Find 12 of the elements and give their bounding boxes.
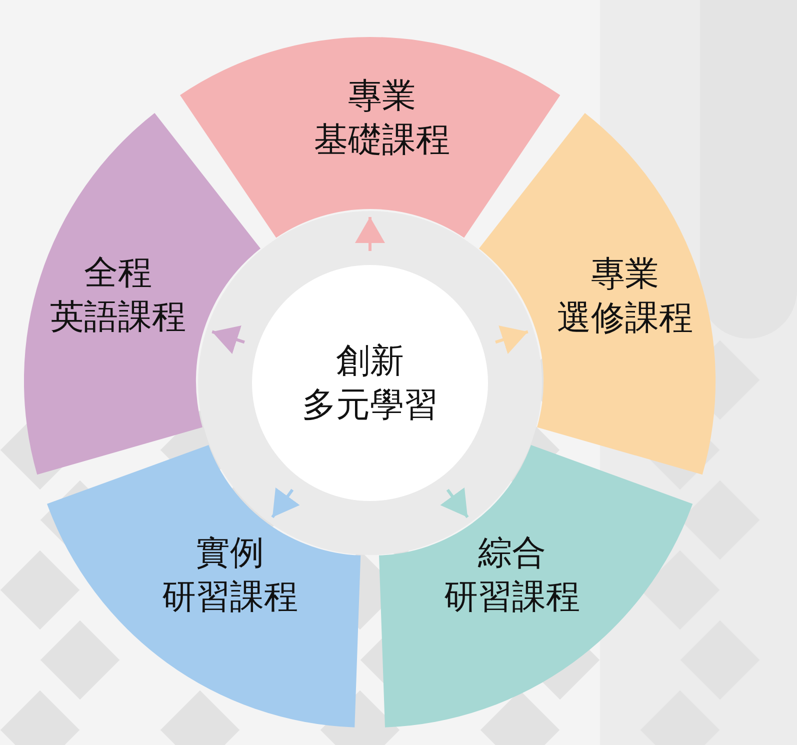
segment-label: 專業 選修課程 xyxy=(556,252,693,340)
center-label: 創新 xyxy=(336,340,404,383)
arrow xyxy=(271,487,300,518)
segment-label: 實例 研習課程 xyxy=(162,532,298,619)
segment-label: 綜合 研習課程 xyxy=(444,532,580,619)
segment-label: 專業 基礎課程 xyxy=(314,74,450,162)
center-label: 多元學習 xyxy=(302,384,438,427)
segment-label: 全程 英語課程 xyxy=(50,252,186,339)
arrow xyxy=(212,325,245,354)
arrow xyxy=(440,487,469,518)
arrow xyxy=(355,217,385,251)
arrow xyxy=(495,325,528,354)
